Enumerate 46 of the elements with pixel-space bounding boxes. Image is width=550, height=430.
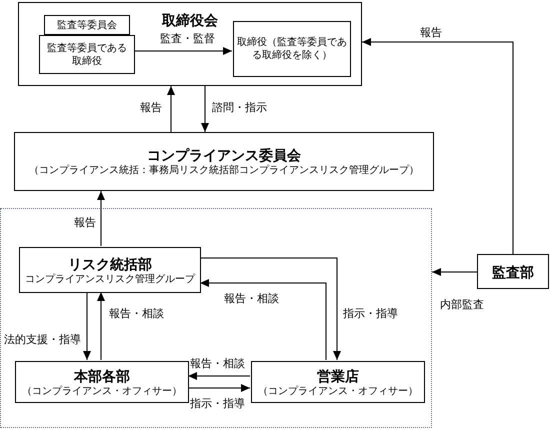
arrow — [201, 86, 209, 132]
edge-label: 報告・相談 — [224, 292, 279, 306]
box-title: 本部各部 — [74, 366, 130, 384]
audit-box — [477, 254, 549, 289]
edge-label: 指示・指導 — [343, 307, 398, 321]
arrow — [134, 47, 232, 55]
edge-label: 監査・監督 — [160, 32, 215, 46]
arrow — [200, 279, 326, 360]
arrow — [362, 38, 514, 254]
edge-label: 指示・指導 — [190, 397, 245, 411]
box-title: 監査部 — [492, 262, 534, 280]
edge-label: 報告 — [74, 216, 96, 230]
branch-box — [251, 361, 425, 403]
box-title: 取締役（監査等委員である取締役を除く） — [236, 36, 348, 62]
box-title: 監査等委員である取締役 — [47, 42, 127, 68]
arrow — [188, 372, 250, 380]
arrow — [83, 292, 91, 360]
edge-label: 報告・相談 — [190, 357, 245, 371]
arrow — [167, 86, 175, 132]
edge-label: 法的支援・指導 — [4, 333, 81, 347]
arrow — [97, 292, 105, 360]
box-title: コンプライアンス委員会 — [147, 146, 301, 164]
edge-label: 諮問・指示 — [212, 101, 267, 115]
box-title: リスク統括部 — [68, 254, 152, 272]
edge-label: 報告 — [140, 101, 162, 115]
edge-label: 報告・相談 — [109, 307, 164, 321]
box-title: 監査等委員会 — [57, 18, 117, 32]
committee-box — [14, 132, 434, 191]
board-box — [18, 2, 362, 86]
edge-label: 内部監査 — [440, 298, 484, 312]
tab-label — [44, 15, 130, 35]
box-title: 取締役会 — [162, 11, 218, 29]
box-subtitle: （コンプライアンス統括：事務局リスク統括部コンプライアンスリスク管理グループ） — [29, 164, 419, 177]
box-subtitle: コンプライアンスリスク管理グループ — [25, 272, 195, 286]
arrow — [432, 268, 478, 276]
box-title: 営業店 — [317, 366, 359, 384]
box-subtitle: （コンプライアンス・オフィサー） — [22, 384, 182, 398]
director-box — [233, 21, 351, 77]
department-box — [19, 247, 201, 293]
department-box — [15, 361, 189, 403]
box-subtitle: （コンプライアンス・オフィサー） — [258, 384, 418, 398]
arrow — [97, 190, 105, 246]
edge-label: 報告 — [420, 26, 442, 40]
arrow — [188, 384, 250, 392]
arrow — [200, 258, 341, 360]
committee-card — [39, 35, 135, 74]
